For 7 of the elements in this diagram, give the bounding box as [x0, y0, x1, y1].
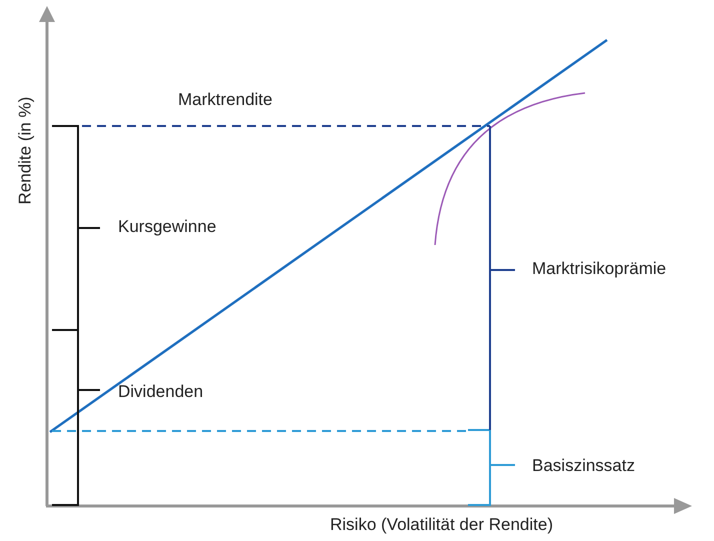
text-label: Basiszinssatz	[532, 455, 635, 476]
text-label: Dividenden	[118, 381, 204, 402]
axis-label: Rendite (in %)	[14, 96, 36, 206]
text-label: Marktrendite	[178, 89, 272, 110]
text-label: Marktrisikoprämie	[532, 258, 666, 280]
text-label: Risiko (Volatilität der Rendite)	[330, 514, 553, 536]
text-label: Kursgewinne	[118, 216, 216, 238]
